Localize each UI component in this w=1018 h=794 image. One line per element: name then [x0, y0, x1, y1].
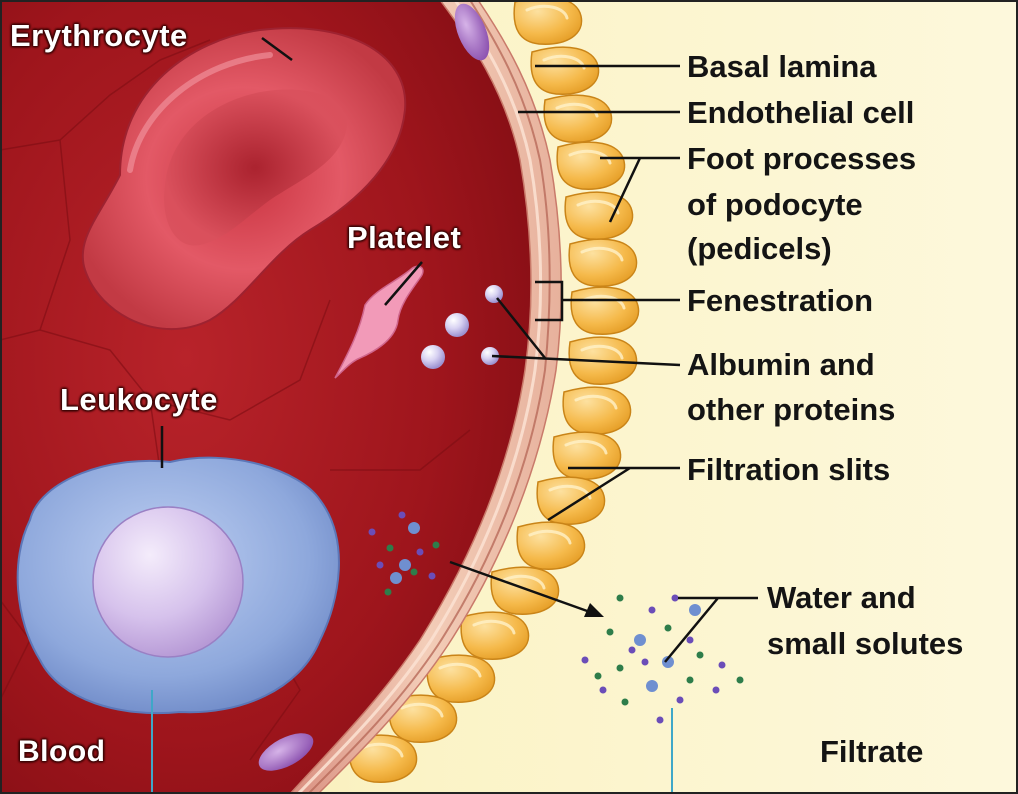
- foot-process: [565, 192, 632, 239]
- foot-process: [553, 432, 620, 479]
- solute-dot: [719, 662, 726, 669]
- foot-process: [514, 0, 581, 44]
- solute-dot: [657, 717, 664, 724]
- solute-dot: [390, 572, 402, 584]
- foot-process: [569, 239, 636, 286]
- solute-dot: [417, 549, 424, 556]
- solute-dot: [429, 573, 436, 580]
- solute-dot: [672, 595, 679, 602]
- foot-process: [537, 477, 604, 524]
- leukocyte-nucleus: [93, 507, 243, 657]
- solute-dot: [433, 542, 440, 549]
- solute-dot: [399, 559, 411, 571]
- label-foot-processes-line1: Foot processes: [687, 139, 916, 179]
- label-water-solutes-line2: small solutes: [767, 624, 963, 664]
- foot-process: [517, 522, 584, 569]
- label-water-solutes-line1: Water and: [767, 578, 916, 618]
- label-foot-processes-line3: (pedicels): [687, 229, 832, 269]
- foot-process: [544, 95, 611, 142]
- solute-dot: [642, 659, 649, 666]
- solute-dot: [408, 522, 420, 534]
- label-leukocyte: Leukocyte: [60, 380, 218, 420]
- label-fenestration: Fenestration: [687, 281, 873, 321]
- solute-dot: [369, 529, 376, 536]
- solute-dot: [677, 697, 684, 704]
- solute-dot: [646, 680, 658, 692]
- solute-dot: [634, 634, 646, 646]
- solute-dot: [697, 652, 704, 659]
- solute-dot: [385, 589, 392, 596]
- label-albumin-line1: Albumin and: [687, 345, 875, 385]
- solute-dot: [629, 647, 636, 654]
- solute-dot: [595, 673, 602, 680]
- solute-dot: [665, 625, 672, 632]
- solute-dot: [582, 657, 589, 664]
- solute-dot: [387, 545, 394, 552]
- solute-dot: [622, 699, 629, 706]
- label-platelet: Platelet: [347, 218, 461, 258]
- label-filtrate: Filtrate: [820, 732, 923, 772]
- solute-dot: [399, 512, 406, 519]
- solute-dot: [377, 562, 384, 569]
- solute-dot: [600, 687, 607, 694]
- solute-dot: [411, 569, 418, 576]
- solute-dot: [649, 607, 656, 614]
- solute-dot: [689, 604, 701, 616]
- label-basal-lamina: Basal lamina: [687, 47, 877, 87]
- leukocyte-cell: [18, 458, 339, 713]
- label-filtration-slits: Filtration slits: [687, 450, 890, 490]
- solute-dot: [607, 629, 614, 636]
- foot-process: [557, 142, 624, 189]
- solute-dot: [737, 677, 744, 684]
- foot-process: [531, 47, 598, 94]
- foot-process: [491, 567, 558, 614]
- foot-process: [461, 612, 528, 659]
- foot-process: [563, 387, 630, 434]
- label-blood: Blood: [18, 732, 105, 772]
- foot-process: [427, 655, 494, 702]
- solute-dot: [617, 595, 624, 602]
- label-erythrocyte: Erythrocyte: [10, 16, 188, 56]
- solute-dot: [713, 687, 720, 694]
- solute-dot: [687, 677, 694, 684]
- solute-dot: [617, 665, 624, 672]
- solute-dot: [687, 637, 694, 644]
- label-endothelial-cell: Endothelial cell: [687, 93, 914, 133]
- label-albumin-line2: other proteins: [687, 390, 895, 430]
- foot-process: [571, 287, 638, 334]
- label-foot-processes-line2: of podocyte: [687, 185, 863, 225]
